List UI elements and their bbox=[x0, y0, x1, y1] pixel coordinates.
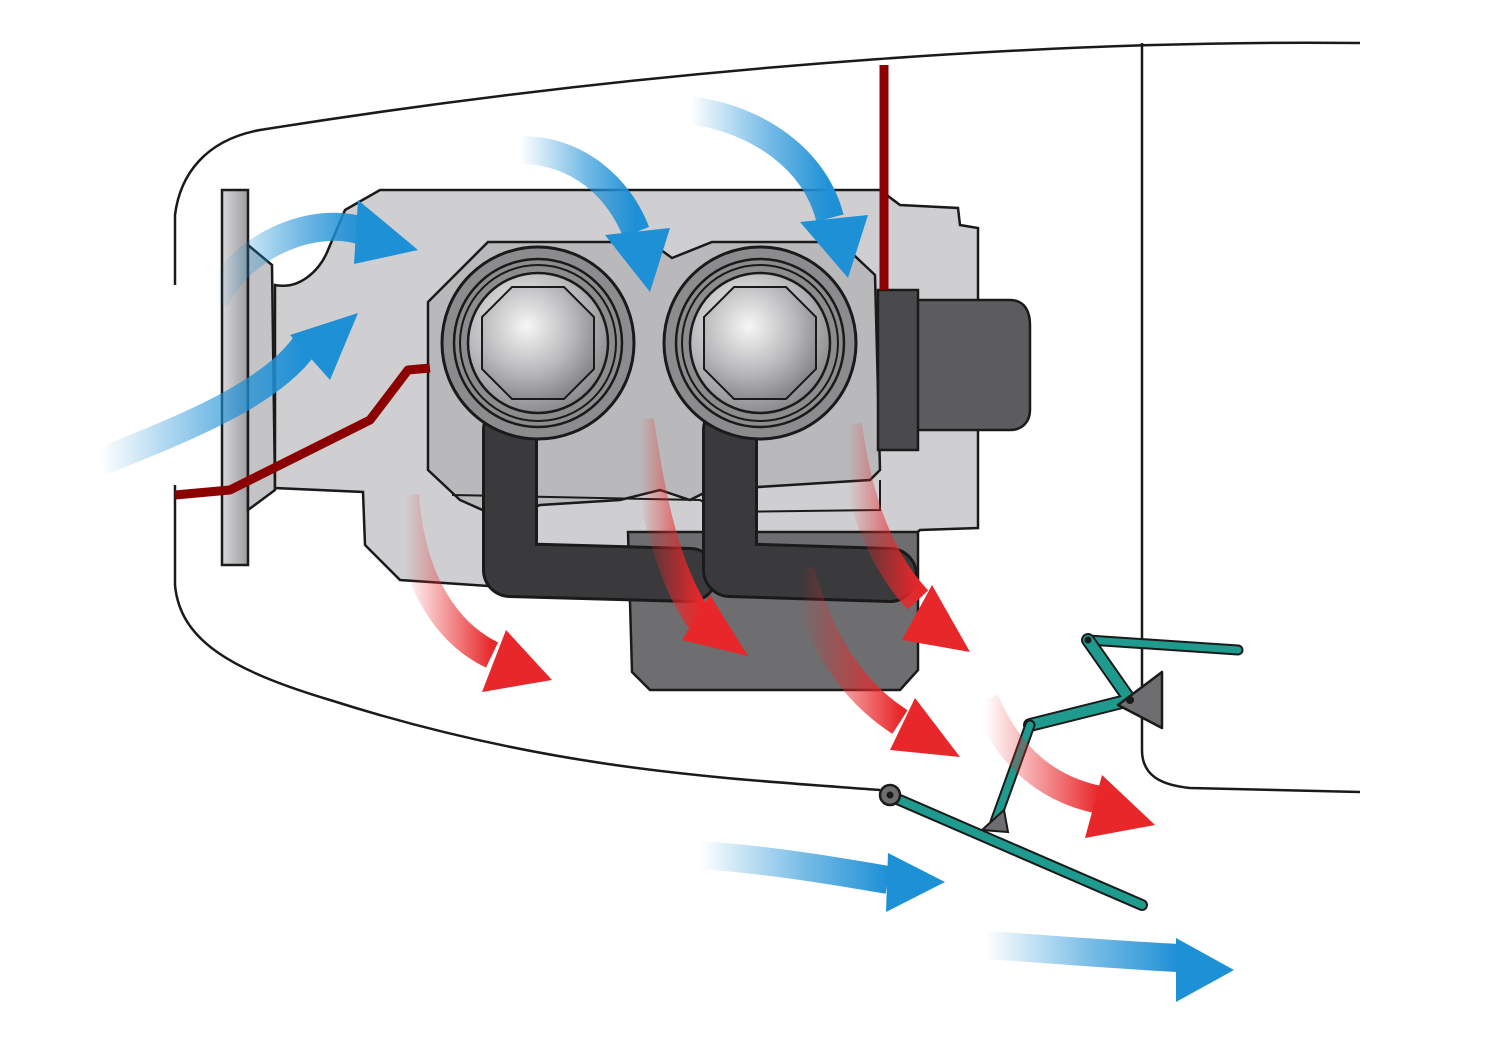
cylinder-head-left bbox=[440, 245, 636, 441]
cooling-air-arrow-1 bbox=[94, 313, 358, 475]
heated-air-arrow-5-head bbox=[1085, 775, 1155, 838]
cooling-air-arrow-3-head bbox=[605, 228, 670, 292]
cowling-lower-line bbox=[173, 485, 881, 792]
cooling-air-arrow-5-shaft bbox=[699, 841, 891, 894]
heated-air-arrow-5 bbox=[972, 694, 1155, 838]
cooling-air-arrow-1-head bbox=[290, 313, 358, 380]
heated-air-arrow-1-head bbox=[482, 630, 552, 692]
control-cable bbox=[174, 65, 889, 500]
cowling-upper-line bbox=[173, 41, 1361, 285]
cowl-flap bbox=[878, 783, 1148, 911]
cooling-air-arrow-5-head bbox=[886, 853, 945, 912]
airflow-arrows bbox=[94, 96, 1234, 1002]
heated-air-arrow-4-shaft bbox=[834, 423, 929, 610]
cooling-air-arrow-6-shaft bbox=[984, 931, 1179, 972]
cylinder-head-right bbox=[662, 245, 858, 441]
cylinder-head-right-nut-icon bbox=[703, 286, 817, 400]
heated-air-arrow-3-shaft bbox=[786, 566, 908, 734]
heated-air-arrow-2-shaft bbox=[626, 418, 712, 629]
cooling-air-arrow-4 bbox=[687, 96, 868, 278]
cooling-air-arrow-2-head bbox=[354, 200, 418, 264]
heated-air-arrow-1 bbox=[391, 493, 552, 692]
cowling-rear-frame bbox=[1140, 43, 1361, 794]
cooling-air-arrow-2-shaft bbox=[202, 212, 370, 307]
exhaust-pipes bbox=[482, 402, 918, 603]
cooling-air-arrow-5 bbox=[699, 841, 945, 912]
heated-air-arrow-4-head bbox=[902, 585, 970, 652]
heated-air-arrow-2 bbox=[626, 418, 748, 656]
cooling-air-arrow-1-shaft bbox=[94, 336, 317, 475]
cooling-air-arrow-3 bbox=[519, 136, 670, 292]
heated-air-arrow-1-shaft bbox=[391, 493, 499, 668]
cooling-air-arrow-6-head bbox=[1176, 938, 1234, 1002]
heated-air-arrow-4 bbox=[834, 423, 970, 652]
cooling-air-arrow-3-shaft bbox=[519, 136, 650, 238]
linkage-pivot-bracket bbox=[1116, 670, 1164, 730]
cowl-flap-hinge-bracket bbox=[979, 808, 1010, 834]
control-cable-lower bbox=[174, 363, 431, 500]
heated-air-arrow-2-head bbox=[682, 595, 748, 656]
cooling-air-arrow-4-head bbox=[800, 215, 868, 278]
accessory-housing bbox=[876, 288, 1032, 452]
heated-air-arrow-3 bbox=[786, 566, 960, 757]
cooling-air-arrow-6 bbox=[984, 931, 1234, 1002]
cooling-air-arrow-4-shaft bbox=[687, 96, 844, 222]
heated-air-arrow-3-head bbox=[890, 698, 960, 757]
cooling-air-arrow-2 bbox=[202, 200, 418, 307]
cylinder-head-left-nut-icon bbox=[481, 286, 595, 400]
heated-air-arrow-5-shaft bbox=[972, 694, 1104, 814]
engine-cowling bbox=[173, 41, 1361, 794]
